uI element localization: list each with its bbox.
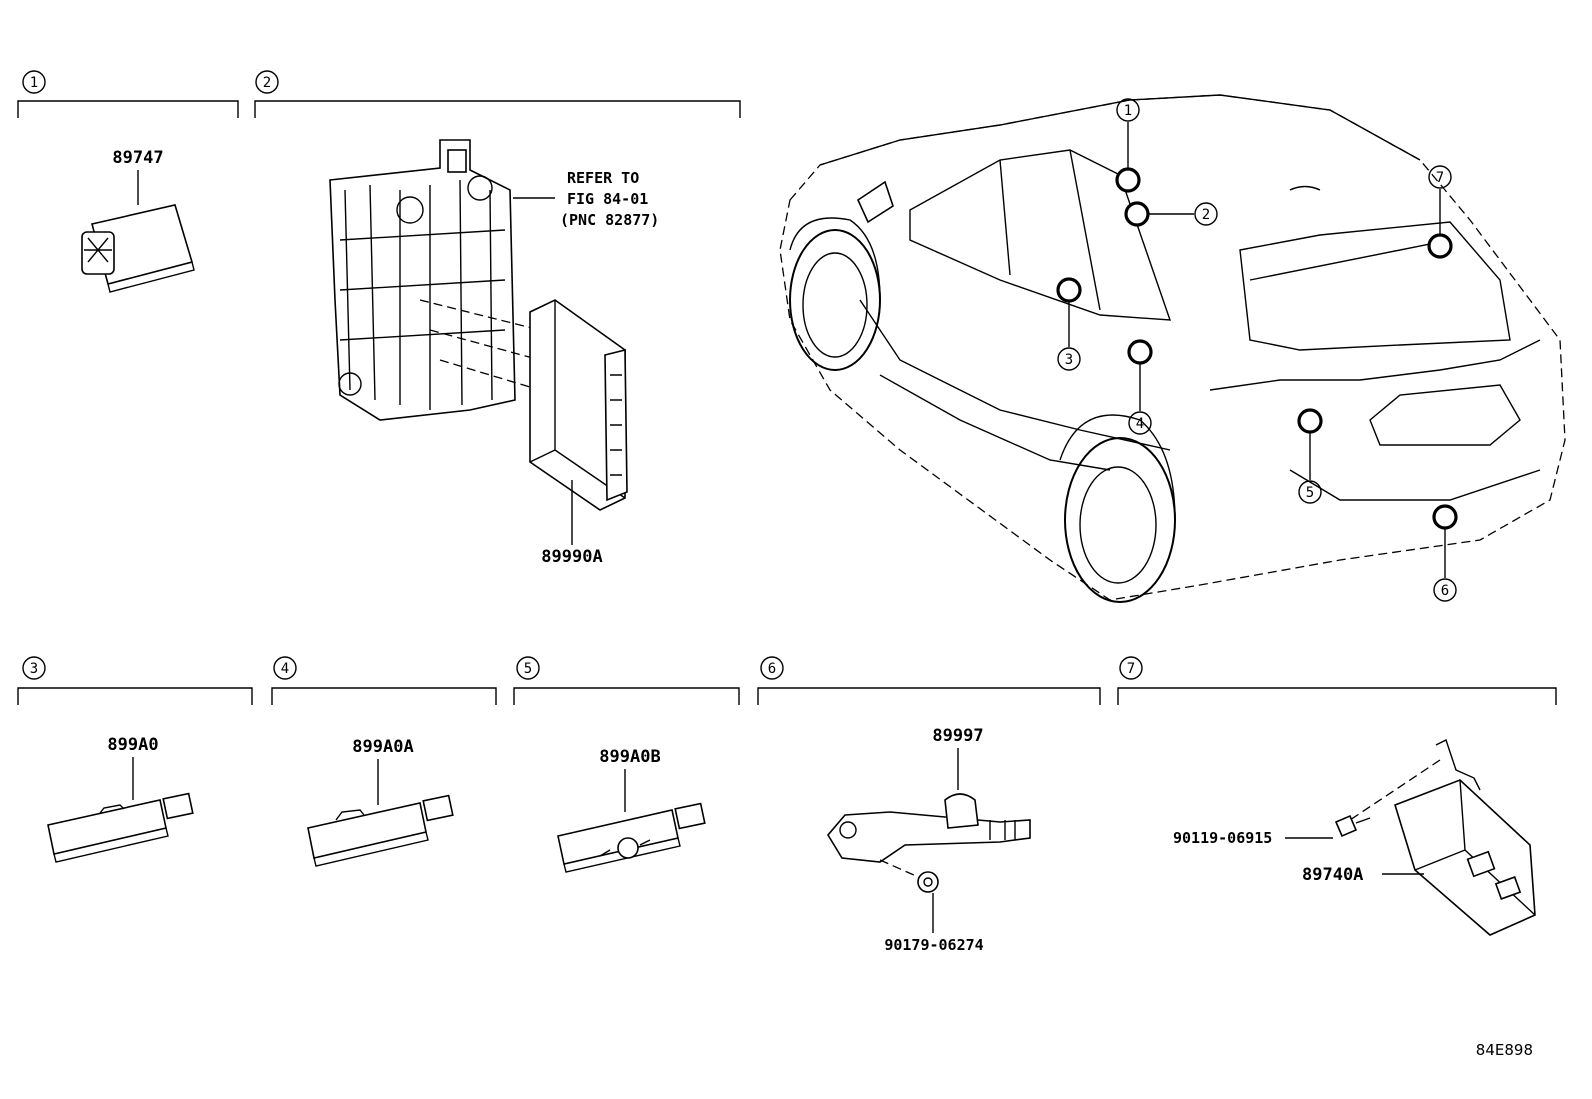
callout-1: 1 [1124, 103, 1132, 119]
section-6: 6 89997 90179-06274 [757, 656, 1101, 954]
callout-2: 2 [1202, 207, 1210, 223]
section-6-index: 6 [768, 661, 776, 677]
section-2-bracket [254, 100, 741, 118]
section-3-bracket [17, 687, 253, 705]
section-3: 3 899A0 [17, 656, 253, 863]
part-number-89740A[interactable]: 89740A [1302, 865, 1363, 885]
vehicle-locations: 1 2 3 4 5 6 7 [1056, 98, 1458, 602]
section-7-bracket [1117, 687, 1557, 705]
part-number-899A0A[interactable]: 899A0A [352, 737, 413, 757]
section-1-marker [22, 70, 46, 94]
section-3-index: 3 [30, 661, 38, 677]
section-1-bracket [17, 100, 239, 118]
part-number-89990A[interactable]: 89990A [541, 547, 602, 567]
section-5-bracket [513, 687, 740, 705]
location-marker-6[interactable] [1432, 504, 1458, 530]
part-899A0B-drawing [557, 802, 706, 873]
callout-5: 5 [1306, 485, 1314, 501]
part-number-89747[interactable]: 89747 [112, 148, 163, 168]
callout-6: 6 [1441, 583, 1449, 599]
part-899A0-drawing [47, 792, 194, 863]
section-7-index: 7 [1127, 661, 1135, 677]
part-89997-drawing [827, 793, 1031, 893]
note-line-3: (PNC 82877) [560, 211, 659, 229]
section-1: 1 89747 [17, 70, 239, 293]
section-1-index: 1 [30, 75, 38, 91]
section-7: 7 90119-06915 89740A [1117, 656, 1557, 936]
section-6-bracket [757, 687, 1101, 705]
junction-block-bracket-drawing [329, 139, 516, 421]
location-marker-4[interactable] [1127, 339, 1153, 365]
callout-7: 7 [1436, 170, 1444, 186]
part-number-89997[interactable]: 89997 [932, 726, 983, 746]
section-3-marker [22, 656, 46, 680]
note-line-2[interactable]: FIG 84-01 [567, 190, 648, 208]
note-line-1: REFER TO [567, 169, 639, 187]
part-number-899A0B[interactable]: 899A0B [599, 747, 660, 767]
callout-4: 4 [1136, 416, 1144, 432]
vehicle-drawing [779, 94, 1566, 603]
section-2: 2 REFER TO FIG 84-01 (PNC 82877) 89990A [254, 70, 741, 567]
section-2-index: 2 [263, 75, 271, 91]
part-89990A-drawing [419, 299, 628, 511]
section-5: 5 899A0B [513, 656, 740, 873]
part-89747-drawing [81, 204, 195, 293]
section-7-marker [1119, 656, 1143, 680]
part-number-899A0[interactable]: 899A0 [107, 735, 158, 755]
section-5-marker [516, 656, 540, 680]
location-marker-2[interactable] [1124, 201, 1150, 227]
section-4-index: 4 [281, 661, 289, 677]
part-899A0A-drawing [307, 794, 454, 867]
callout-3: 3 [1065, 352, 1073, 368]
part-number-90179-06274[interactable]: 90179-06274 [884, 936, 983, 954]
location-marker-7[interactable] [1427, 233, 1453, 259]
section-6-marker [760, 656, 784, 680]
section-2-marker [255, 70, 279, 94]
location-marker-1[interactable] [1115, 167, 1141, 193]
location-marker-5[interactable] [1297, 408, 1323, 434]
section-5-index: 5 [524, 661, 532, 677]
part-89740A-drawing [1334, 739, 1536, 936]
note-refer: REFER TO FIG 84-01 (PNC 82877) [513, 169, 659, 229]
location-marker-3[interactable] [1056, 277, 1082, 303]
section-4-bracket [271, 687, 497, 705]
section-4: 4 899A0A [271, 656, 497, 867]
section-4-marker [273, 656, 297, 680]
diagram-code: 84E898 [1476, 1041, 1533, 1059]
part-number-90119-06915[interactable]: 90119-06915 [1173, 829, 1272, 847]
